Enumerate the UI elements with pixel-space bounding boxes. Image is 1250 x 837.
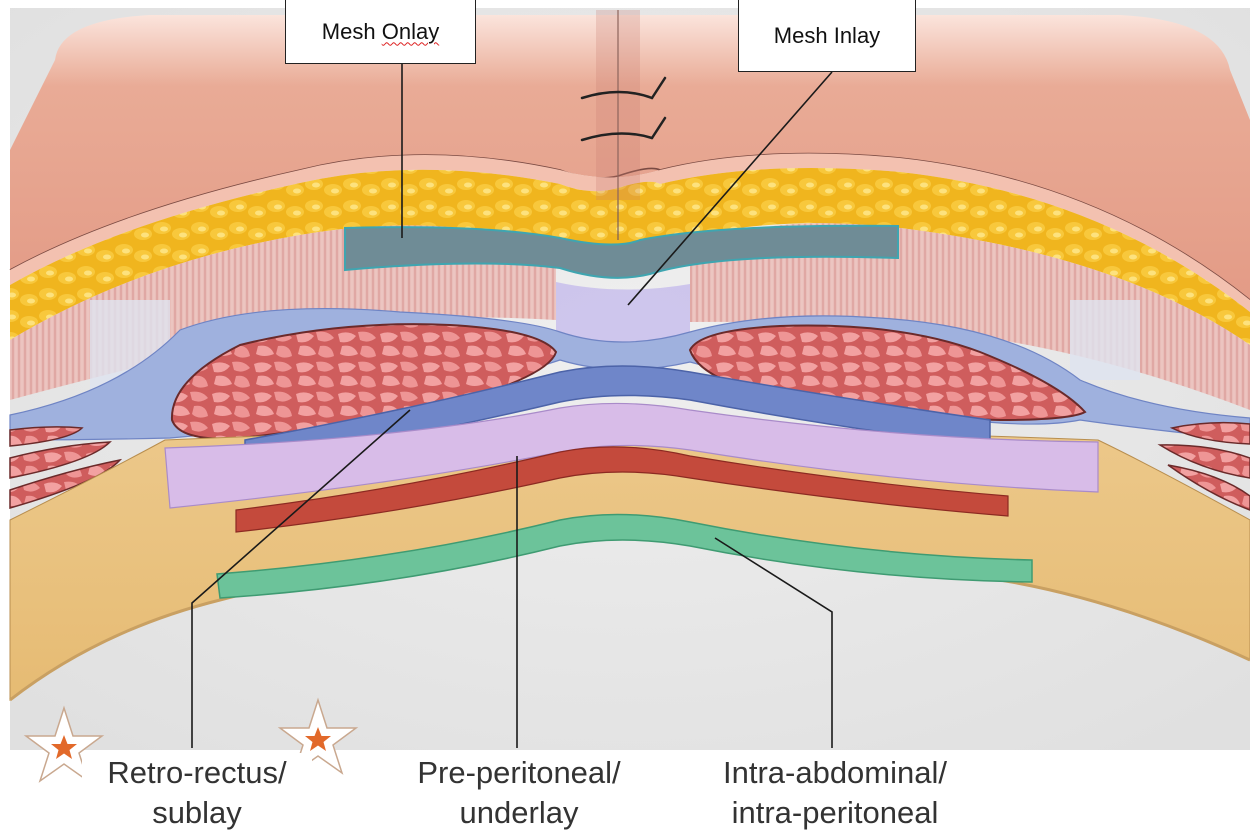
intra-abdominal-label: Intra-abdominal/ intra-peritoneal xyxy=(690,753,980,833)
mesh-inlay-callout: Mesh Inlay xyxy=(738,0,916,72)
intra-abdominal-line1: Intra-abdominal/ xyxy=(690,753,980,793)
incision-shadow xyxy=(596,10,640,200)
retro-rectus-line1: Retro-rectus/ xyxy=(82,753,312,793)
mesh-onlay-squiggle-word: Onlay xyxy=(382,19,439,44)
pre-peritoneal-label: Pre-peritoneal/ underlay xyxy=(388,753,650,833)
pale-gap-right xyxy=(1070,300,1140,380)
mesh-onlay-word: Mesh xyxy=(322,19,382,44)
retro-rectus-line2: sublay xyxy=(82,793,312,833)
intra-abdominal-line2: intra-peritoneal xyxy=(690,793,980,833)
mesh-inlay-text: Mesh Inlay xyxy=(774,23,880,49)
mesh-onlay-callout: Mesh Onlay xyxy=(285,0,476,64)
mesh-onlay-text: Mesh Onlay xyxy=(322,19,439,45)
pre-peritoneal-line1: Pre-peritoneal/ xyxy=(388,753,650,793)
pre-peritoneal-line2: underlay xyxy=(388,793,650,833)
retro-rectus-label: Retro-rectus/ sublay xyxy=(82,753,312,833)
